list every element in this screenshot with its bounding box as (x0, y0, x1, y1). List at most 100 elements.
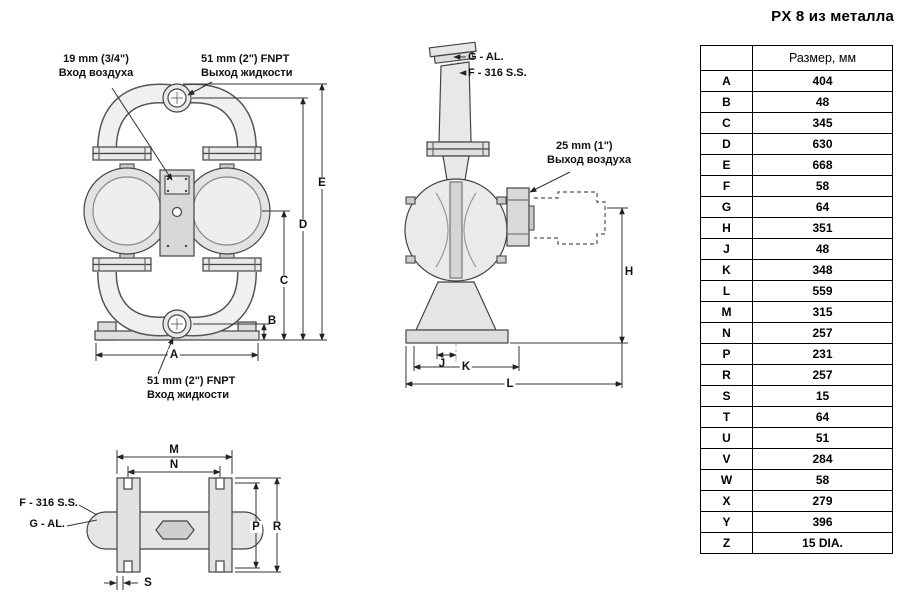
bottom-view-dimensions (66, 450, 281, 590)
front-view-dimensions (95, 81, 327, 375)
dim-letter-cell: C (700, 112, 753, 134)
dim-letter-p: P (250, 521, 262, 533)
air-inlet-label: Вход воздуха (58, 67, 134, 79)
dim-letter-cell: D (700, 133, 753, 155)
dim-letter-cell: L (700, 280, 753, 302)
air-exhaust-label: Выход воздуха (547, 154, 632, 166)
dim-value-cell: 58 (752, 175, 893, 197)
dim-letter-c: C (277, 275, 291, 287)
material-g-label-side: G - AL. (468, 51, 504, 63)
dim-letter-cell: G (700, 196, 753, 218)
dim-letter-cell: A (700, 70, 753, 92)
dim-letter-e: E (316, 177, 328, 189)
table-header-size: Размер, мм (752, 45, 893, 71)
dim-value-cell: 48 (752, 91, 893, 113)
dim-value-cell: 668 (752, 154, 893, 176)
material-g-label-bottom: G - AL. (29, 518, 65, 530)
dim-letter-cell: K (700, 259, 753, 281)
page-title: PX 8 из металла (771, 8, 894, 25)
front-view-art (83, 83, 271, 341)
dim-value-cell: 64 (752, 406, 893, 428)
dim-letter-h: H (624, 266, 634, 278)
dim-value-cell: 231 (752, 343, 893, 365)
dim-letter-cell: H (700, 217, 753, 239)
dim-letter-cell: X (700, 490, 753, 512)
material-f-label-side: F - 316 S.S. (468, 67, 527, 79)
dim-letter-a: A (167, 349, 181, 361)
dim-letter-cell: B (700, 91, 753, 113)
dim-letter-r: R (270, 521, 284, 533)
side-view-dimensions (405, 54, 628, 388)
air-exhaust-size-label: 25 mm (1") (556, 140, 613, 152)
dim-value-cell: 315 (752, 301, 893, 323)
dim-letter-cell: F (700, 175, 753, 197)
dim-letter-d: D (296, 219, 310, 231)
dim-value-cell: 15 DIA. (752, 532, 893, 554)
dim-letter-cell: E (700, 154, 753, 176)
dim-letter-cell: R (700, 364, 753, 386)
material-f-label-bottom: F - 316 S.S. (19, 497, 78, 509)
dim-value-cell: 257 (752, 322, 893, 344)
dim-letter-cell: P (700, 343, 753, 365)
dim-value-cell: 279 (752, 490, 893, 512)
dim-letter-cell: W (700, 469, 753, 491)
fluid-outlet-label: Выход жидкости (201, 67, 293, 79)
fluid-inlet-label: Вход жидкости (147, 389, 230, 401)
dim-value-cell: 396 (752, 511, 893, 533)
dim-letter-l: L (504, 378, 516, 390)
dim-letter-cell: J (700, 238, 753, 260)
dim-value-cell: 404 (752, 70, 893, 92)
dim-letter-cell: M (700, 301, 753, 323)
dim-value-cell: 351 (752, 217, 893, 239)
dim-letter-k: K (459, 361, 473, 373)
fluid-outlet-size-label: 51 mm (2") FNPT (201, 53, 290, 65)
dim-value-cell: 284 (752, 448, 893, 470)
dim-letter-m: M (169, 444, 179, 456)
dim-value-cell: 15 (752, 385, 893, 407)
table-header-empty (700, 45, 753, 71)
dim-letter-cell: S (700, 385, 753, 407)
dim-value-cell: 348 (752, 259, 893, 281)
dim-value-cell: 48 (752, 238, 893, 260)
dim-letter-cell: T (700, 406, 753, 428)
dim-value-cell: 58 (752, 469, 893, 491)
dim-value-cell: 345 (752, 112, 893, 134)
dim-letter-cell: U (700, 427, 753, 449)
bottom-view-art (86, 477, 264, 573)
dim-value-cell: 257 (752, 364, 893, 386)
dim-letter-j: J (438, 358, 446, 370)
dim-letter-cell: Y (700, 511, 753, 533)
side-view-art (404, 41, 606, 362)
dim-value-cell: 559 (752, 280, 893, 302)
dim-value-cell: 630 (752, 133, 893, 155)
dim-letter-cell: Z (700, 532, 753, 554)
dim-value-cell: 51 (752, 427, 893, 449)
dim-letter-s: S (144, 577, 152, 589)
dim-letter-cell: V (700, 448, 753, 470)
dim-value-cell: 64 (752, 196, 893, 218)
